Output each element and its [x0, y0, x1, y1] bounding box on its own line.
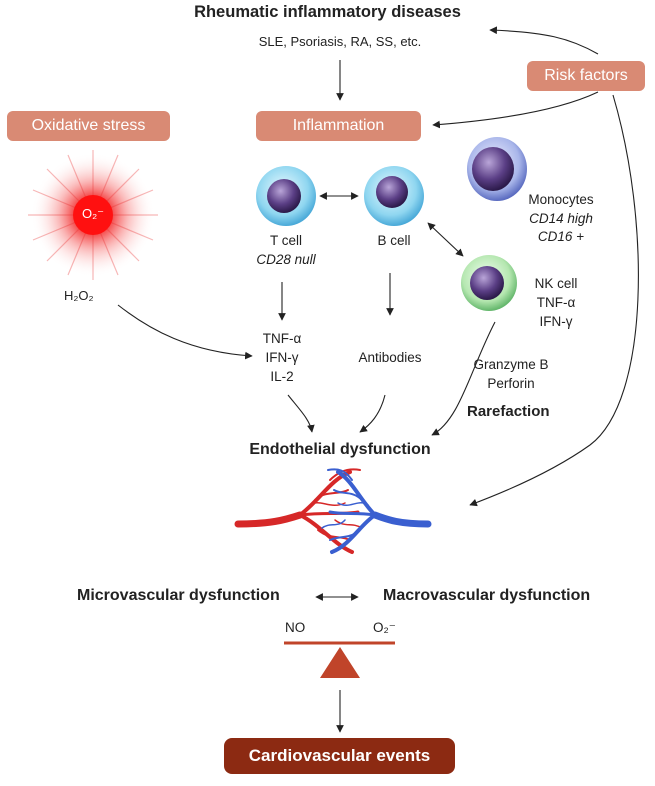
nk-cell-label: NK cell: [534, 276, 578, 291]
nk-cell-icon: [461, 255, 517, 311]
granzyme-label: Granzyme B: [473, 357, 549, 372]
nk-tnf: TNF-α: [536, 295, 576, 310]
arrow-cytokines-to-endothelial: [287, 394, 315, 433]
superoxide-label: O₂⁻: [81, 206, 105, 221]
rarefaction-label: Rarefaction: [467, 403, 550, 420]
balance-icon: [284, 641, 395, 678]
perforin-label: Perforin: [487, 376, 535, 391]
o2-balance-label: O₂⁻: [373, 620, 396, 635]
oxidative-stress-box: Oxidative stress: [7, 111, 170, 141]
risk-factors-box: Risk factors: [527, 61, 645, 91]
no-label: NO: [285, 620, 306, 635]
macrovascular-label: Macrovascular dysfunction: [383, 587, 591, 604]
arrow-risk-to-vessels: [469, 94, 639, 507]
arrow-risk-to-title: [489, 26, 599, 55]
cytokine-il2: IL-2: [270, 369, 294, 384]
nk-ifn: IFN-γ: [539, 314, 573, 329]
vessel-network-icon: [234, 468, 432, 554]
t-cell-icon: [256, 166, 316, 226]
monocytes-label: Monocytes: [528, 192, 594, 207]
arrow-risk-to-inflammation: [432, 91, 599, 129]
endothelial-dysfunction-label: Endothelial dysfunction: [249, 441, 431, 458]
antibodies-label: Antibodies: [358, 350, 422, 365]
peroxide-label: H₂O₂: [64, 288, 94, 303]
b-cell-label: B cell: [377, 233, 411, 248]
cardiovascular-events-box: Cardiovascular events: [224, 738, 455, 774]
microvascular-label: Microvascular dysfunction: [77, 587, 280, 604]
inflammation-box: Inflammation: [256, 111, 421, 141]
arrow-nk-to-endothelial: [431, 321, 496, 436]
cytokine-tnf: TNF-α: [262, 331, 302, 346]
diagram-subtitle: SLE, Psoriasis, RA, SS, etc.: [258, 34, 422, 49]
diagram-title: Rheumatic inflammatory diseases: [194, 3, 461, 21]
oxidative-glow: [28, 150, 158, 280]
cytokine-ifn: IFN-γ: [265, 350, 299, 365]
monocytes-cd16: CD16 +: [537, 229, 585, 244]
t-cell-label: T cell: [269, 233, 302, 248]
b-cell-icon: [364, 166, 424, 226]
arrow-antibodies-to-endothelial: [359, 394, 386, 433]
t-cell-subtype: CD28 null: [256, 252, 316, 267]
monocyte-icon: [467, 137, 527, 201]
arrow-b-nk: [427, 222, 464, 257]
arrow-h2o2-to-cytokines: [117, 304, 253, 360]
monocytes-cd14: CD14 high: [529, 211, 593, 226]
arrows: [117, 26, 639, 733]
